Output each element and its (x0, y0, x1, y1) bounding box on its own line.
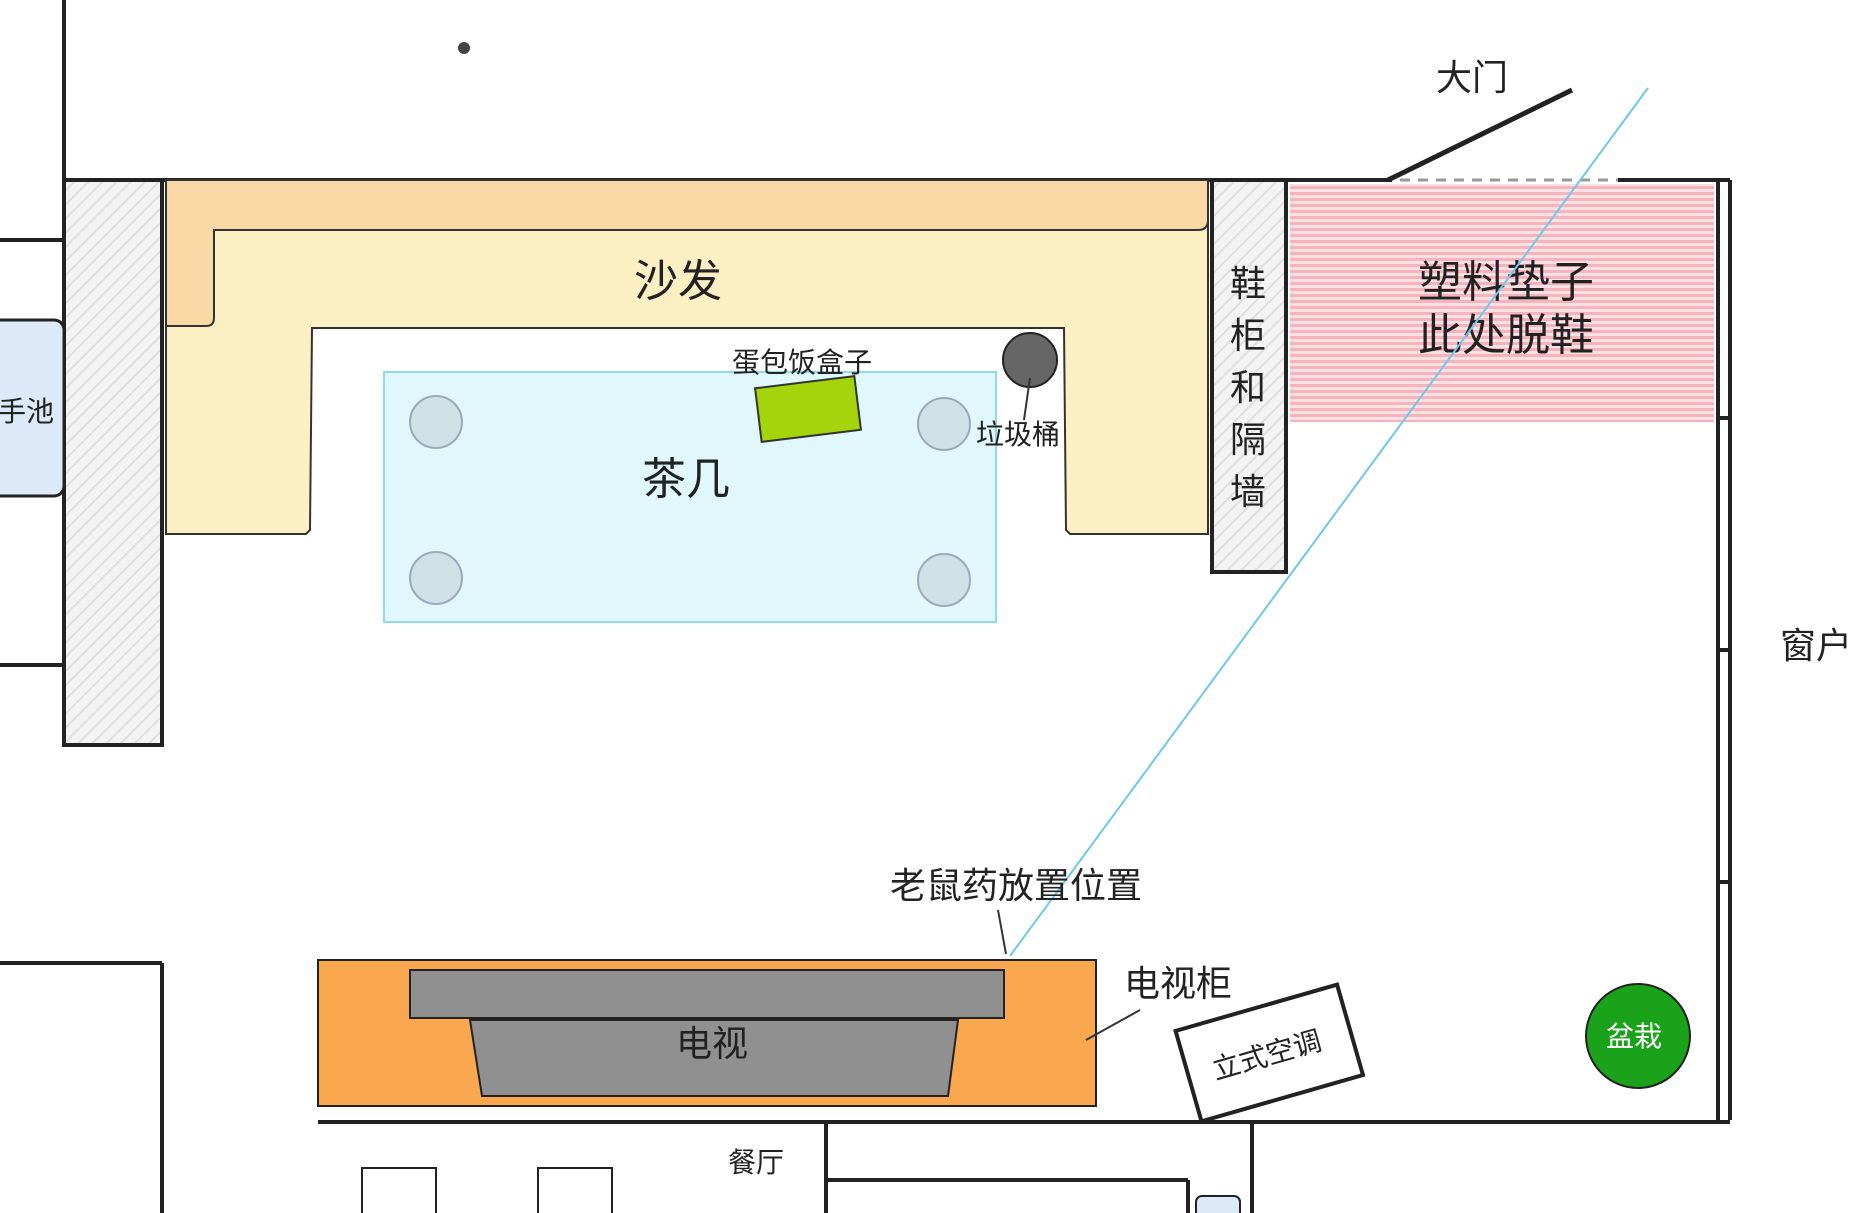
dining-label: 餐厅 (728, 1146, 784, 1179)
window-frame (1718, 416, 1730, 884)
shoe-cabinet-label: 鞋 柜 和 隔 墙 (1230, 264, 1266, 513)
coffee-table-label: 茶几 (642, 454, 730, 505)
front-door[interactable] (1386, 87, 1574, 183)
tv-cabinet-leader (1085, 1009, 1141, 1041)
coffee-table[interactable] (383, 371, 997, 623)
shoe-cabinet-char-2: 柜 (1230, 316, 1266, 357)
sofa-back (165, 179, 1209, 327)
table-leg (409, 551, 463, 605)
shoe-cabinet-char-1: 鞋 (1230, 264, 1266, 305)
shoe-cabinet-char-4: 隔 (1230, 420, 1266, 461)
tv-top (409, 969, 1005, 1019)
door-label: 大门 (1436, 58, 1508, 99)
tv-label: 电视 (676, 1024, 748, 1065)
standing-ac[interactable]: 立式空调 (1173, 982, 1366, 1124)
window-label: 窗户 (1780, 626, 1852, 667)
left-wall-pillar (62, 178, 164, 747)
tv-cabinet-label: 电视柜 (1124, 964, 1232, 1005)
standing-ac-body (1173, 982, 1366, 1124)
sink-label: 手池 (0, 395, 54, 428)
trash-can-leader (1023, 377, 1031, 421)
mat-label-line-2: 此处脱鞋 (1418, 310, 1594, 361)
table-leg (917, 397, 971, 451)
rat-poison-label: 老鼠药放置位置 (890, 866, 1142, 907)
bento-box[interactable] (753, 374, 863, 444)
tv[interactable] (468, 1019, 960, 1097)
stray-dot (458, 42, 470, 54)
shoe-cabinet-char-3: 和 (1230, 368, 1266, 409)
table-leg (409, 395, 463, 449)
sofa[interactable] (165, 179, 1209, 535)
sink (0, 318, 66, 498)
plastic-mat[interactable] (1290, 184, 1714, 422)
dining-chair (361, 1167, 437, 1213)
potted-plant[interactable] (1585, 983, 1691, 1089)
trash-can-label: 垃圾桶 (976, 418, 1060, 451)
sofa-label: 沙发 (634, 256, 722, 307)
plant-label: 盆栽 (1606, 1020, 1662, 1053)
sight-line (1009, 87, 1649, 957)
dining-chair (537, 1167, 613, 1213)
table-leg (917, 553, 971, 607)
shoe-cabinet-char-5: 墙 (1230, 472, 1266, 513)
trash-can[interactable] (1002, 332, 1058, 388)
shoe-cabinet[interactable] (1210, 178, 1288, 574)
rat-poison-leader (997, 909, 1007, 955)
bento-box-label: 蛋包饭盒子 (732, 346, 872, 379)
dining-sink-fragment (1195, 1195, 1241, 1213)
